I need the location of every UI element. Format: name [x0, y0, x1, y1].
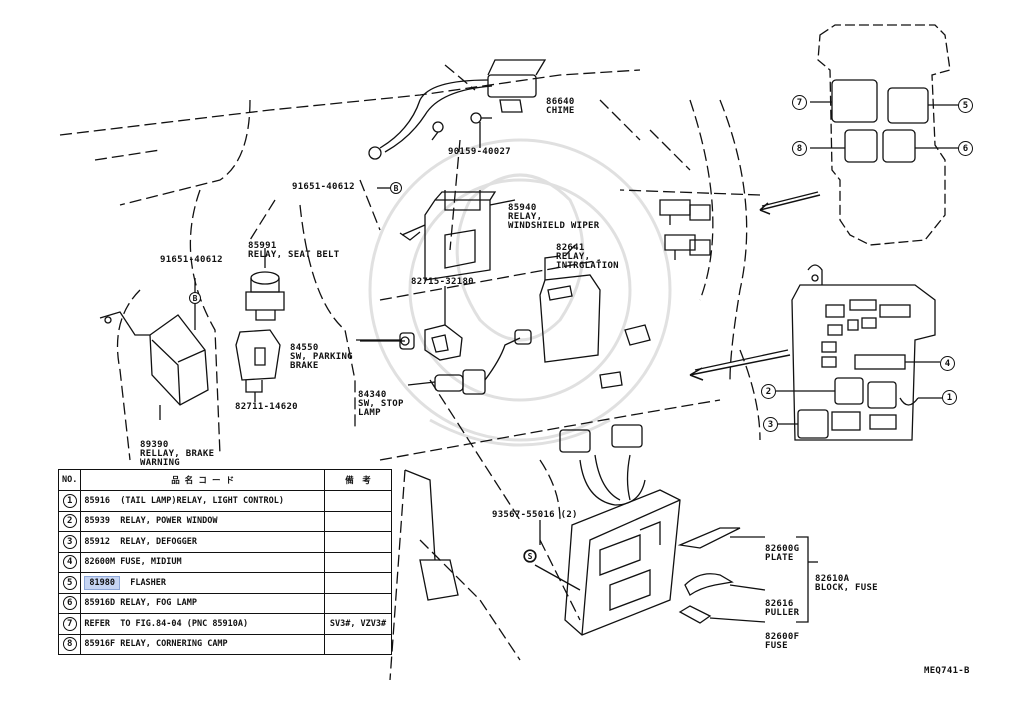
- screw-marker: S: [524, 550, 536, 562]
- bolt-b-marker: B: [189, 292, 201, 304]
- plate-part: [677, 527, 741, 549]
- header-remarks: 備 考: [324, 469, 392, 491]
- part-desc: RELAY, DEFOGGER: [120, 536, 197, 547]
- table-row: 2 85939 RELAY, POWER WINDOW: [57, 510, 392, 532]
- label-bracket: 82715-32180: [411, 277, 474, 287]
- figure-id: MEQ741-B: [924, 666, 970, 676]
- brake-warning-relay-part: [99, 311, 209, 406]
- stoplamp-switch-part: [407, 329, 532, 395]
- marker-4: 4: [940, 356, 955, 371]
- part-desc: (TAIL LAMP)RELAY, LIGHT CONTROL): [120, 495, 284, 506]
- table-header-row: NO. 品 名 コ ー ド 備 考: [57, 469, 392, 491]
- row-number: 7: [62, 616, 77, 631]
- dash-connectors: [599, 199, 711, 389]
- table-row: 8 85916F RELAY, CORNERING CAMP: [57, 633, 392, 655]
- label-socket: 82711-14620: [235, 402, 298, 412]
- puller-part: [684, 573, 734, 596]
- part-desc: TO FIG.84-04 (PNC 85910A): [120, 618, 249, 629]
- marker-5: 5: [958, 98, 973, 113]
- part-code: 85916F: [84, 639, 116, 650]
- marker-3: 3: [763, 417, 778, 432]
- screw-top-part: [470, 112, 492, 124]
- bolt-a-marker: B: [390, 182, 402, 194]
- part-remark: [324, 490, 392, 512]
- header-no: NO.: [57, 469, 82, 491]
- harness-wires: [559, 424, 646, 506]
- fuse-part: [678, 605, 712, 624]
- row-number: 8: [62, 637, 77, 652]
- marker-7: 7: [792, 95, 807, 110]
- part-desc: FLASHER: [130, 577, 167, 588]
- marker-2: 2: [761, 384, 776, 399]
- part-remark: [324, 572, 392, 594]
- table-row: 4 82600M FUSE, MIDIUM: [57, 551, 392, 573]
- part-remark: SV3#, VZV3#: [324, 613, 392, 635]
- part-desc: RELAY, CORNERING CAMP: [120, 639, 228, 650]
- marker-1: 1: [942, 390, 957, 405]
- part-remark: [324, 592, 392, 614]
- part-desc: FUSE, MIDIUM: [120, 557, 182, 568]
- watermark: [368, 138, 672, 447]
- part-remark: [324, 633, 392, 655]
- seatbelt-relay-part: [245, 271, 285, 321]
- wiper-relay-part: [399, 190, 497, 281]
- table-row: 5 81980 FLASHER: [57, 572, 392, 594]
- fuse-panel-right: [776, 264, 942, 441]
- part-code: REFER: [84, 618, 110, 629]
- relay-block-top-right: [817, 24, 951, 246]
- marker-8: 8: [792, 141, 807, 156]
- part-code: 82600M: [84, 557, 116, 568]
- part-code-selected[interactable]: 81980: [84, 575, 120, 590]
- label-bolt-b: 91651-40612: [160, 255, 223, 265]
- part-desc: RELAY, FOG LAMP: [120, 598, 197, 609]
- table-row: 1 85916 (TAIL LAMP)RELAY, LIGHT CONTROL): [57, 490, 392, 512]
- socket-part: [235, 329, 281, 393]
- part-code: 85939: [84, 516, 110, 527]
- table-row: 3 85912 RELAY, DEFOGGER: [57, 531, 392, 553]
- table-row: 7 REFER TO FIG.84-04 (PNC 85910A) SV3#, …: [57, 613, 392, 635]
- part-code: 85912: [84, 536, 110, 547]
- table-row: 6 85916D RELAY, FOG LAMP: [57, 592, 392, 614]
- header-part-code: 品 名 コ ー ド: [80, 469, 325, 491]
- part-remark: [324, 510, 392, 532]
- part-remark: [324, 531, 392, 553]
- label-screw-top: 90159-40027: [448, 147, 511, 157]
- part-desc: RELAY, POWER WINDOW: [120, 516, 218, 527]
- integration-relay-part: [539, 255, 601, 363]
- label-screw-bottom: 93567-55016 (2): [492, 510, 578, 520]
- parts-table: NO. 品 名 コ ー ド 備 考 1 85916 (TAIL LAMP)REL…: [57, 469, 392, 655]
- label-bolt-a: 91651-40612: [292, 182, 355, 192]
- relay-block-top-right-cells: [810, 79, 958, 163]
- part-code: 85916D: [84, 598, 116, 609]
- row-number: 6: [62, 596, 77, 611]
- part-remark: [324, 551, 392, 573]
- row-number: 3: [62, 534, 77, 549]
- fuse-block-part: [564, 489, 681, 636]
- marker-6: 6: [958, 141, 973, 156]
- brake-pedal-part: [404, 469, 459, 601]
- part-code: 85916: [84, 495, 110, 506]
- row-number: 5: [62, 575, 77, 590]
- row-number: 1: [62, 493, 77, 508]
- row-number: 4: [62, 555, 77, 570]
- row-number: 2: [62, 514, 77, 529]
- chime-part: [368, 59, 547, 160]
